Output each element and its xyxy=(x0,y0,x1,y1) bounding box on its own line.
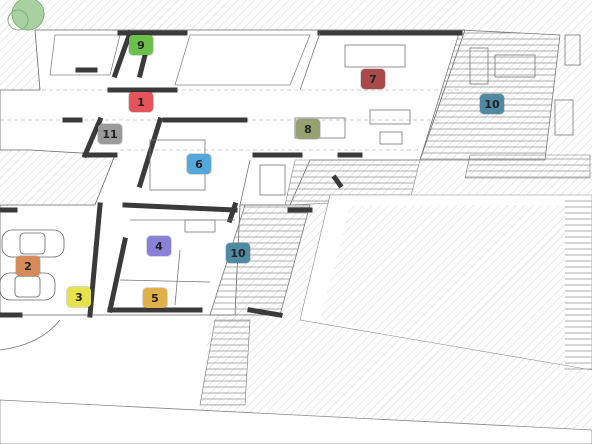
car-lower xyxy=(0,272,56,301)
car-upper xyxy=(1,229,65,258)
roof-void xyxy=(174,34,311,86)
room-badge-3: 3 xyxy=(67,287,91,307)
steps-right xyxy=(464,154,591,179)
tree xyxy=(11,0,45,31)
tree xyxy=(7,9,29,31)
room-badge-6: 6 xyxy=(187,154,211,174)
room-badge-1: 1 xyxy=(129,92,153,112)
lower-stairs xyxy=(199,319,251,406)
room-badge-10-upper: 10 xyxy=(480,94,504,114)
pool-stripes xyxy=(565,200,592,370)
roof-outline xyxy=(49,34,121,76)
interior-lines xyxy=(119,32,581,306)
driveway-curve xyxy=(0,319,61,351)
road xyxy=(0,399,592,444)
pool-hatch xyxy=(320,205,565,370)
walls xyxy=(0,29,463,318)
room-badge-5: 5 xyxy=(143,288,167,308)
room-badge-10-lower: 10 xyxy=(226,243,250,263)
room-badge-7: 7 xyxy=(361,69,385,89)
lower-ground xyxy=(0,315,210,410)
room-badge-8: 8 xyxy=(296,119,320,139)
room-badge-9: 9 xyxy=(129,35,153,55)
room-badge-11: 11 xyxy=(98,124,122,144)
room-badge-4: 4 xyxy=(147,236,171,256)
room-badge-2: 2 xyxy=(16,256,40,276)
